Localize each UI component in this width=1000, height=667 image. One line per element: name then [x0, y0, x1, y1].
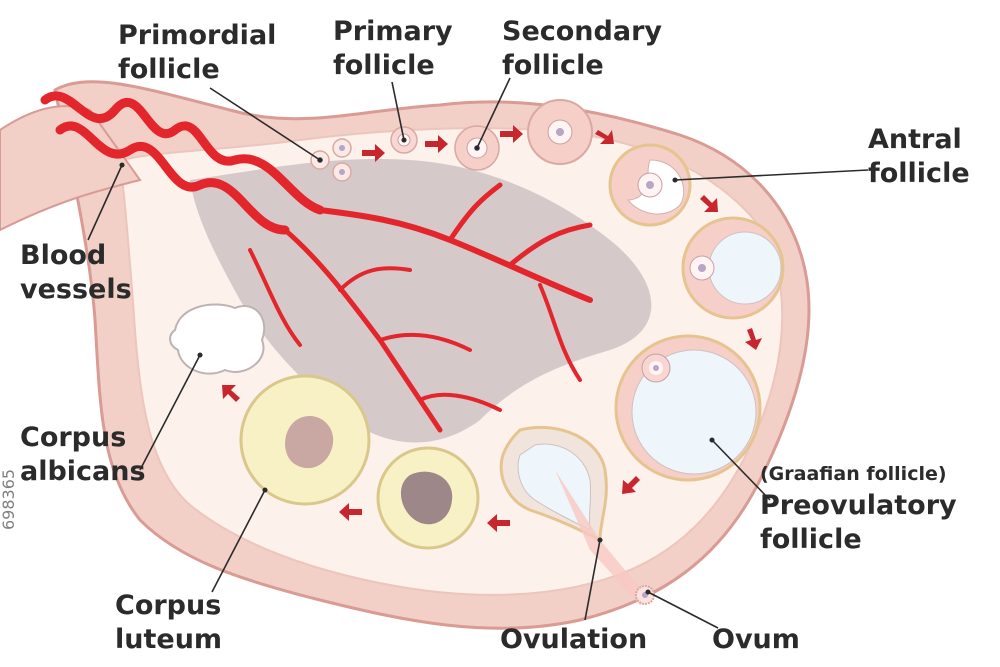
leader-ovulation	[584, 537, 603, 621]
corpus-albicans	[169, 303, 266, 375]
leader-corpus-luteum	[211, 487, 268, 593]
label-graafian-follicle: (Graafian follicle)	[760, 463, 947, 485]
preovulatory-follicle	[614, 334, 762, 482]
arrow-6	[745, 328, 762, 350]
arrow-1	[362, 144, 385, 162]
label-corpus-albicans: Corpus albicans	[20, 422, 146, 487]
arrow-7	[622, 476, 640, 494]
label-primordial-follicle: Primordial follicle	[118, 20, 286, 85]
label-ovum: Ovum	[712, 624, 800, 655]
leader-primordial	[209, 87, 323, 163]
blood-vessels	[40, 91, 593, 433]
label-secondary-follicle: Secondary follicle	[502, 16, 671, 81]
label-corpus-luteum: Corpus luteum	[115, 590, 231, 655]
label-blood-vessels: Blood vessels	[20, 240, 132, 305]
ovary-medulla	[190, 159, 652, 443]
label-antral-follicle: Antral follicle	[868, 124, 971, 189]
leader-lines	[87, 77, 869, 629]
antral-follicle	[608, 143, 692, 227]
arrow-5	[700, 195, 718, 212]
leader-antral	[672, 169, 869, 183]
arrow-4	[595, 130, 614, 144]
follicle-sequence	[169, 99, 785, 605]
mesovarium	[0, 105, 142, 232]
arrow-3	[500, 125, 523, 143]
label-primary-follicle: Primary follicle	[333, 16, 462, 81]
leader-ovum	[645, 589, 719, 629]
leader-preovulatory	[709, 437, 771, 501]
leader-corpus-albicans	[139, 352, 203, 471]
label-ovulation: Ovulation	[500, 624, 647, 655]
leader-primary	[391, 81, 407, 143]
leader-secondary	[474, 77, 511, 151]
corpus-luteum-early	[376, 446, 480, 550]
arrow-10	[222, 385, 240, 402]
leader-blood-vessels	[87, 162, 125, 241]
late-antral-follicle	[681, 216, 785, 320]
arrow-2	[425, 135, 448, 153]
early-antral-follicle	[527, 99, 593, 165]
watermark-text: 698365	[0, 469, 18, 530]
label-preovulatory-follicle: Preovulatory follicle	[760, 490, 966, 555]
arrow-9	[339, 503, 362, 521]
corpus-luteum	[239, 374, 371, 506]
labels: Primordial follicle Primary follicle Sec…	[20, 16, 971, 655]
progression-arrows	[222, 125, 762, 532]
ovulating-follicle	[499, 425, 655, 605]
arrow-8	[487, 514, 510, 532]
